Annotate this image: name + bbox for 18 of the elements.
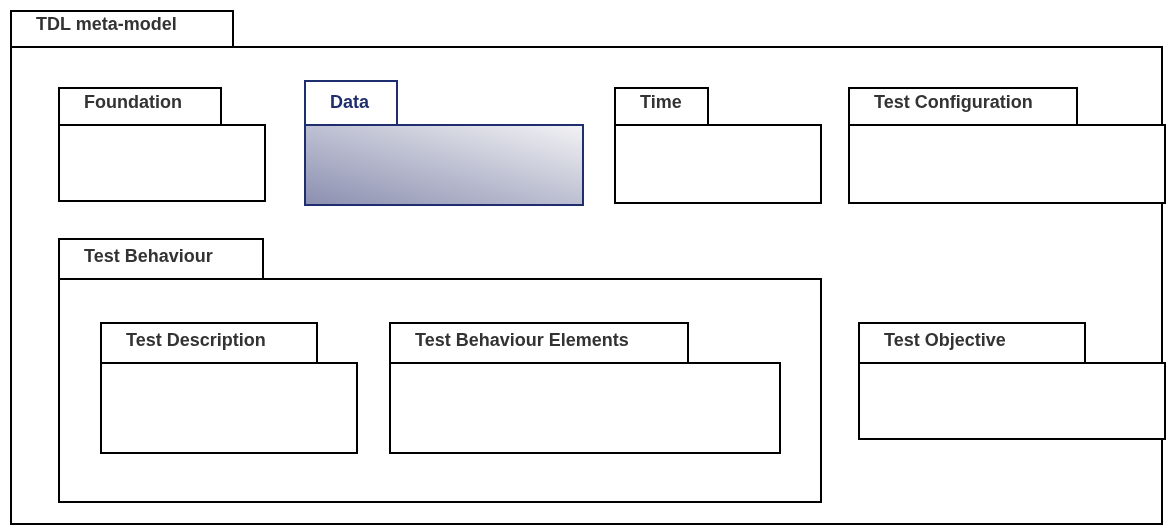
package-shape [10,10,1163,525]
package-shape [304,80,584,206]
package-name: Test Objective [884,329,1006,352]
package-name: Data [330,91,369,114]
package-shape [58,238,822,503]
package-name: Foundation [84,91,182,114]
package-shape [58,87,266,202]
package-name: Test Behaviour Elements [415,329,629,352]
package-shape [614,87,822,204]
package-name: Test Configuration [874,91,1033,114]
package-shape [389,322,781,454]
package-shape [858,322,1166,440]
package-name: Test Behaviour [84,245,213,268]
package-shape [100,322,358,454]
package-shape [848,87,1166,204]
package-name: Test Description [126,329,266,352]
package-name: TDL meta-model [36,13,177,36]
package-name: Time [640,91,682,114]
